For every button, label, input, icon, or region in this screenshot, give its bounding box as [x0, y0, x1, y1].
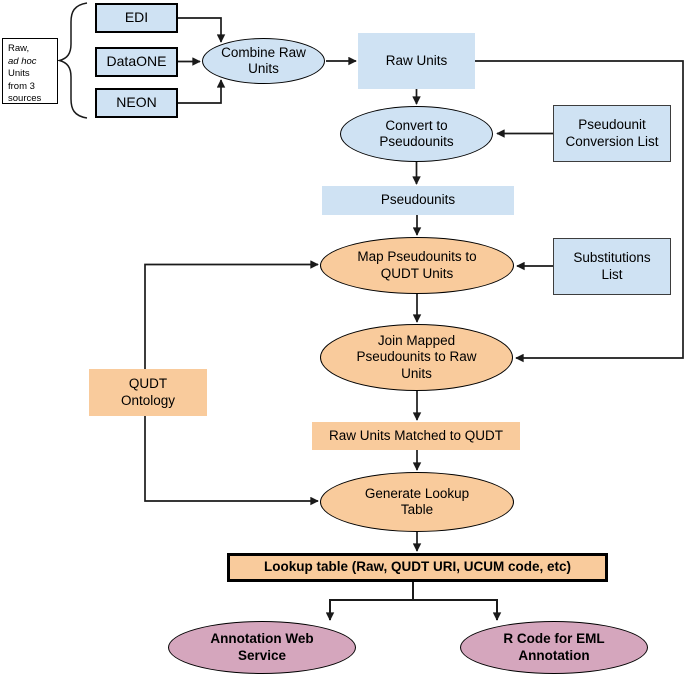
node-map-pseudounits: Map Pseudounits to QUDT Units: [320, 237, 514, 294]
source-brace: [56, 2, 88, 119]
source-note-line: sources: [8, 93, 42, 105]
node-qudt-ontology-label: QUDT Ontology: [120, 376, 176, 408]
node-raw-units: Raw Units: [358, 33, 475, 89]
node-r-code-eml-label: R Code for EML Annotation: [503, 631, 605, 663]
source-note: Raw, ad hoc Units from 3 sources: [2, 38, 58, 104]
node-convert-to-pseudounits: Convert to Pseudounits: [340, 106, 493, 162]
node-neon-label: NEON: [116, 94, 157, 111]
node-join-mapped-label: Join Mapped Pseudounits to Raw Units: [356, 332, 477, 381]
node-annotation-web-service: Annotation Web Service: [168, 621, 356, 674]
node-pseudounit-conversion-list: Pseudounit Conversion List: [553, 105, 671, 162]
arrow-neon-to-combine: [178, 79, 226, 104]
source-note-line: from 3: [8, 80, 35, 92]
node-generate-lookup: Generate Lookup Table: [320, 472, 514, 532]
source-note-line-italic: ad hoc: [8, 55, 37, 67]
node-dataone: DataONE: [95, 47, 178, 77]
node-dataone-label: DataONE: [106, 53, 167, 70]
node-raw-units-label: Raw Units: [385, 52, 448, 68]
node-pseudounits: Pseudounits: [322, 186, 514, 215]
node-annotation-web-service-label: Annotation Web Service: [210, 631, 314, 663]
node-lookup-table-label: Lookup table (Raw, QUDT URI, UCUM code, …: [263, 559, 571, 575]
node-edi-label: EDI: [124, 9, 149, 26]
node-edi: EDI: [95, 3, 178, 33]
node-r-code-eml: R Code for EML Annotation: [460, 621, 648, 674]
node-combine-raw-units-label: Combine Raw Units: [221, 44, 306, 76]
source-note-line: Raw,: [8, 43, 30, 54]
node-pseudounit-conversion-list-label: Pseudounit Conversion List: [565, 117, 659, 149]
node-combine-raw-units: Combine Raw Units: [202, 38, 325, 84]
source-note-line: Units: [8, 68, 30, 80]
node-neon: NEON: [95, 88, 178, 118]
node-map-pseudounits-label: Map Pseudounits to QUDT Units: [357, 249, 477, 281]
arrow-qudt-to-generate: [144, 416, 319, 506]
node-lookup-table: Lookup table (Raw, QUDT URI, UCUM code, …: [227, 553, 608, 582]
node-substitutions-list-label: Substitutions List: [573, 250, 651, 282]
node-raw-units-matched: Raw Units Matched to QUDT: [312, 422, 520, 450]
node-substitutions-list: Substitutions List: [553, 238, 671, 295]
node-qudt-ontology: QUDT Ontology: [89, 369, 207, 416]
node-generate-lookup-label: Generate Lookup Table: [364, 485, 470, 517]
arrow-qudt-to-map: [144, 260, 319, 369]
node-convert-to-pseudounits-label: Convert to Pseudounits: [379, 117, 454, 149]
node-pseudounits-label: Pseudounits: [380, 192, 456, 208]
arrow-edi-to-combine: [178, 17, 226, 43]
node-join-mapped: Join Mapped Pseudounits to Raw Units: [320, 324, 513, 391]
node-raw-units-matched-label: Raw Units Matched to QUDT: [328, 427, 504, 443]
